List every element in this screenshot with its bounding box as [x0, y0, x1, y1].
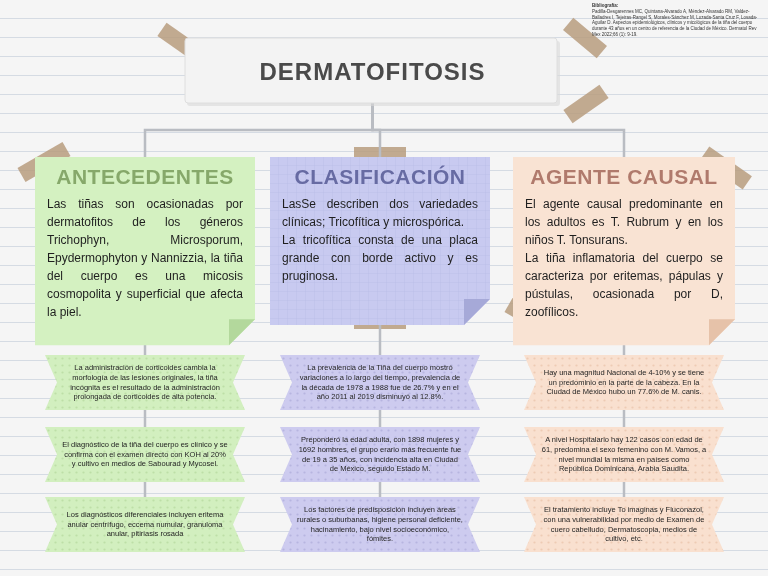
ribbon-ground [524, 427, 724, 482]
card-body: La tiña inflamatoria del cuerpo se carac… [525, 249, 723, 321]
ribbon-ground [524, 497, 724, 552]
info-ribbon: Los diagnósticos diferenciales incluyen … [45, 497, 245, 552]
info-ribbon: Preponderó la edad adulta, con 1898 muje… [280, 427, 480, 482]
connector-line [379, 322, 382, 355]
connector-line [379, 407, 382, 427]
diagram-title: DERMATOFITOSIS [259, 58, 485, 86]
tape-strips [17, 18, 751, 338]
ribbon-ground [45, 427, 245, 482]
bibliography-heading: Bibliografía: [592, 3, 762, 9]
topic-card: CLASIFICACIÓN LasSe describen dos varieda… [270, 157, 490, 325]
folded-corner [464, 299, 490, 325]
topic-card: AGENTE CAUSAL El agente causal predominan… [513, 157, 735, 345]
ribbon-text: A nivel Hospitalario hay 122 casos con e… [541, 435, 707, 475]
info-ribbon: A nivel Hospitalario hay 122 casos con e… [524, 427, 724, 482]
card-body: LasSe describen dos variedades clínicas;… [282, 195, 478, 231]
card-body: Las tiñas son ocasionadas por dermatofit… [47, 195, 243, 321]
ribbon-text: El diagnóstico de la tiña del cuerpo es … [62, 440, 228, 470]
folded-corner [709, 319, 735, 345]
ribbon-ground [45, 355, 245, 410]
connector-line [373, 103, 625, 157]
ribbon-text: El tratamiento incluye To imaginas y Flu… [541, 505, 707, 545]
card-heading: AGENTE CAUSAL [525, 165, 723, 189]
info-ribbon: Los factores de predisposición incluyen … [280, 497, 480, 552]
card-heading: CLASIFICACIÓN [282, 165, 478, 189]
info-ribbon: La prevalencia de la Tiña del cuerpo mos… [280, 355, 480, 410]
card-ground [270, 157, 490, 325]
bibliography-text: Padilla-Desgarennes MC, Quintana-Alvarad… [592, 9, 762, 37]
ribbon-ground [524, 355, 724, 410]
connector-line [144, 407, 147, 427]
banner-ground [185, 38, 557, 103]
topic-card: ANTECEDENTES Las tiñas son ocasionadas po… [35, 157, 255, 345]
title-banner: DERMATOFITOSIS [185, 38, 560, 106]
ribbon-text: Los factores de predisposición incluyen … [297, 505, 463, 545]
ribbon-text: La administración de corticoides cambia … [62, 363, 228, 403]
ribbon-ground [280, 355, 480, 410]
ribbon-ground [45, 497, 245, 552]
tape [563, 85, 608, 123]
ribbon-text: La prevalencia de la Tiña del cuerpo mos… [297, 363, 463, 403]
ribbon-ground [280, 497, 480, 552]
connector-line [623, 407, 626, 427]
info-ribbon: La administración de corticoides cambia … [45, 355, 245, 410]
connector-line [145, 103, 373, 157]
card-ground [35, 157, 255, 345]
folded-corner [229, 319, 255, 345]
ribbon-ground [280, 427, 480, 482]
card-body: El agente causal predominante en los adu… [525, 195, 723, 249]
info-ribbon: El tratamiento incluye To imaginas y Flu… [524, 497, 724, 552]
ribbon-text: Los diagnósticos diferenciales incluyen … [62, 510, 228, 540]
card-body: La tricofítica consta de una placa grand… [282, 231, 478, 285]
ribbon-text: Hay una magnitud Nacional de 4-10% y se … [541, 368, 707, 398]
ribbon-text: Preponderó la edad adulta, con 1898 muje… [297, 435, 463, 475]
card-heading: ANTECEDENTES [47, 165, 243, 189]
info-ribbon: Hay una magnitud Nacional de 4-10% y se … [524, 355, 724, 410]
info-ribbon: El diagnóstico de la tiña del cuerpo es … [45, 427, 245, 482]
card-ground [513, 157, 735, 345]
